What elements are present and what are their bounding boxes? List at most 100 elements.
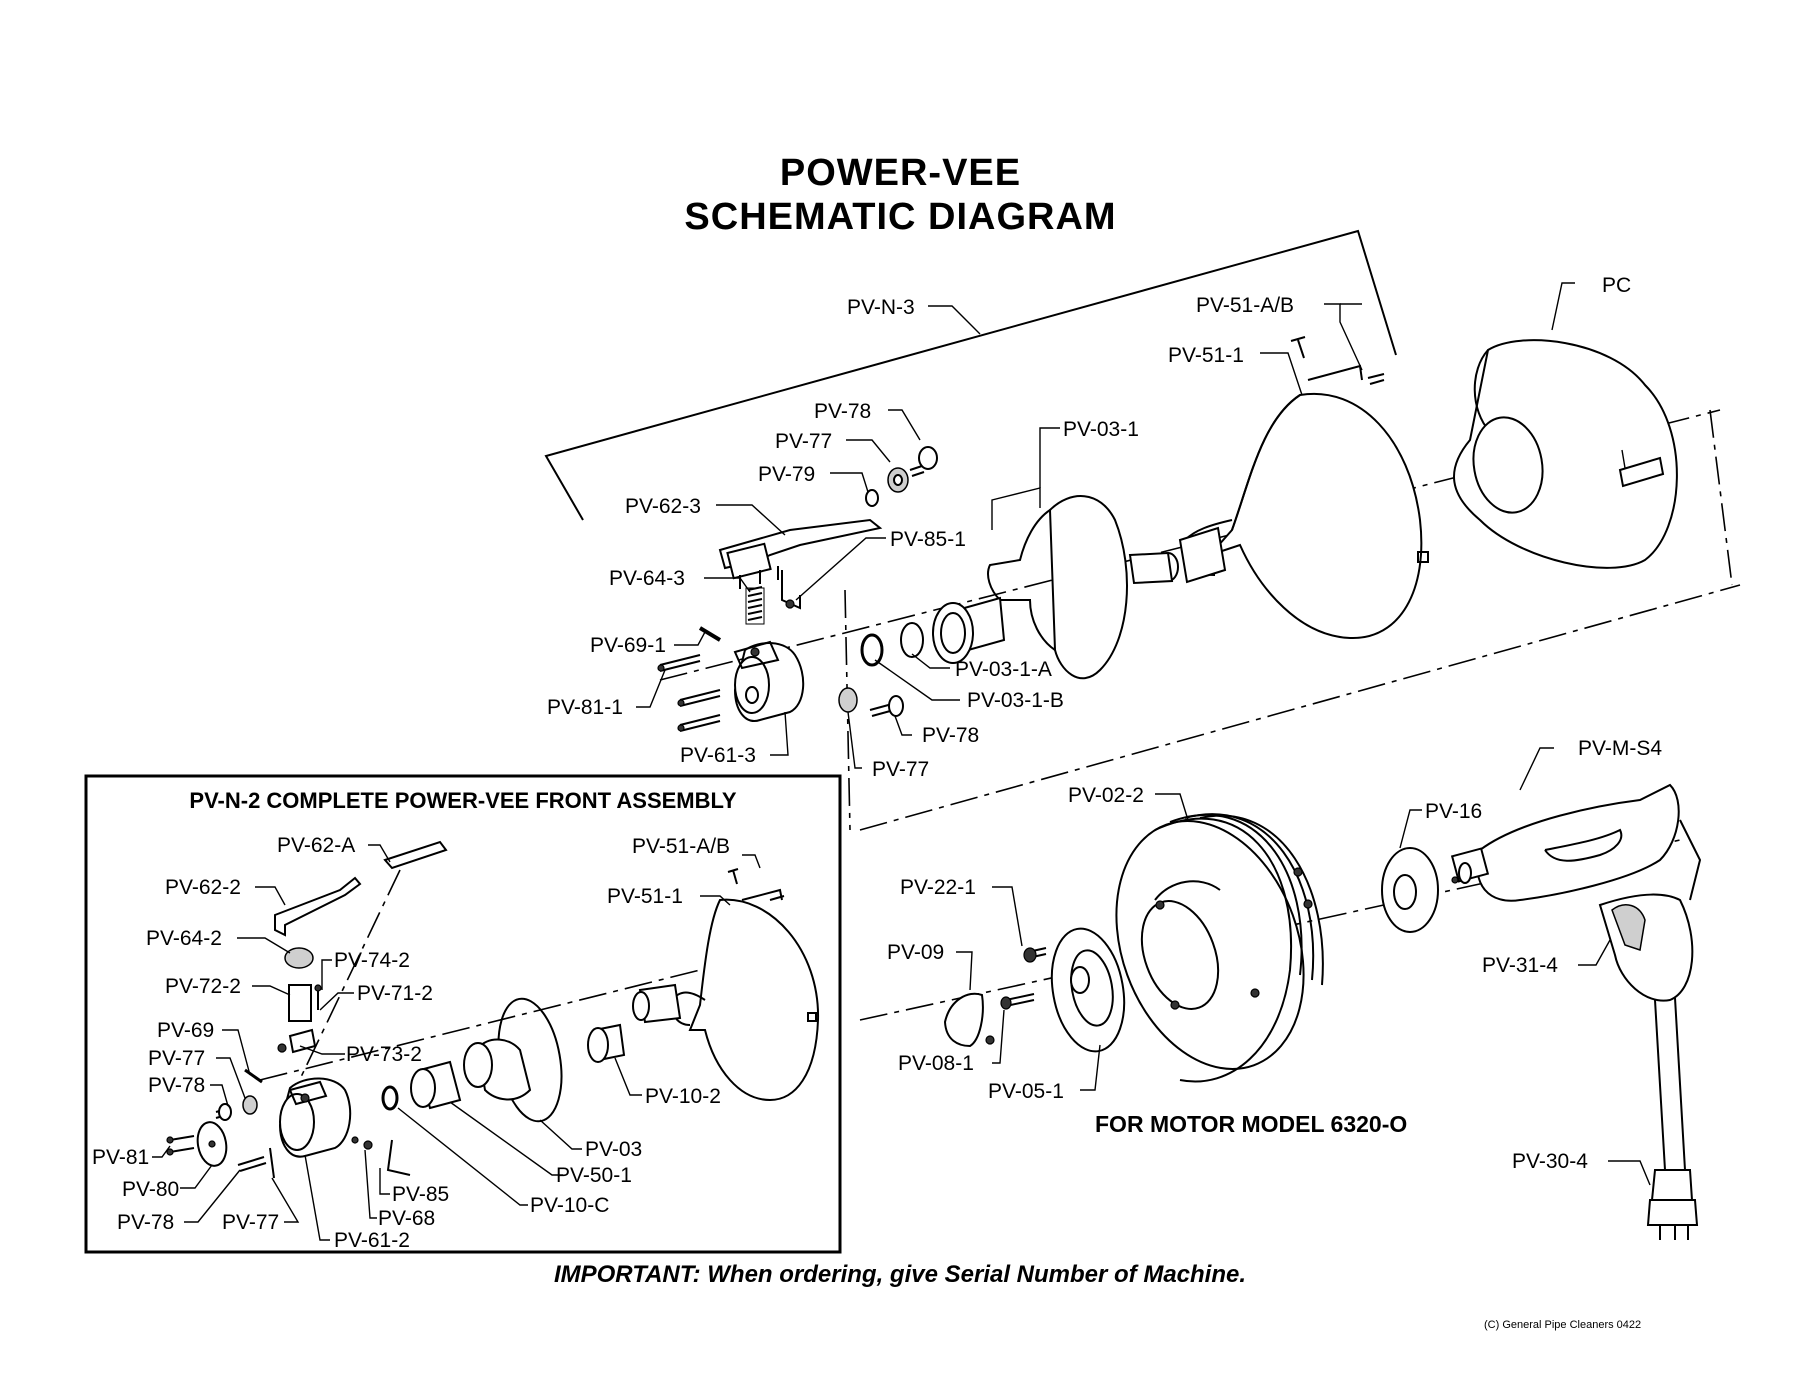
inset-label-pv-74-2: PV-74-2 [334,949,410,972]
inset-label-pv-50-1: PV-50-1 [556,1164,632,1187]
inset-label-pv-64-2: PV-64-2 [146,927,222,950]
inset-label-pv-69: PV-69 [157,1019,214,1042]
inset-label-pv-51-1: PV-51-1 [607,885,683,908]
inset-pv-77-lower-pin [269,1147,275,1179]
inset-pv-81-screws [166,1135,195,1156]
inset-pv-78-lower-screw [237,1156,267,1172]
title-line-2: SCHEMATIC DIAGRAM [684,196,1117,238]
inset-pv-61-2-housing [278,1077,352,1158]
label-pv-61-3: PV-61-3 [680,744,756,767]
label-pv-77-top: PV-77 [775,430,832,453]
pv-09-cap [943,992,984,1048]
pv-77-bearing [887,467,909,493]
label-pv-31-4: PV-31-4 [1482,954,1558,977]
label-pv-05-1: PV-05-1 [988,1080,1064,1103]
inset-pv-78-screw [215,1103,232,1121]
label-pv-78-lower: PV-78 [922,724,979,747]
label-pv-03-1-b: PV-03-1-B [967,689,1064,712]
label-pv-08-1: PV-08-1 [898,1052,974,1075]
pv-30-4-cord [1646,997,1699,1240]
inset-pv-73-2-bracket [277,1028,317,1054]
pv-69-1-pin [698,626,722,642]
pv-51-ab-screws-upper [1290,336,1385,385]
label-pv-30-4: PV-30-4 [1512,1150,1588,1173]
inset-pv-74-2-screw [314,984,322,1010]
pv-78-screw-top [909,446,938,477]
label-pv-22-1: PV-22-1 [900,876,976,899]
inset-frame [84,774,842,1254]
label-pv-77-lower: PV-77 [872,758,929,781]
inset-pv-10-2-ring [587,1023,626,1063]
inset-label-pv-51-ab: PV-51-A/B [632,835,730,858]
important-note: IMPORTANT: When ordering, give Serial Nu… [554,1261,1246,1288]
pv-51-1-shaft [1128,526,1227,585]
inset-label-pv-80: PV-80 [122,1178,179,1201]
pv-81-1-screws [657,654,721,732]
label-pv-03-1-a: PV-03-1-A [955,658,1052,681]
inset-pv-77-bearing [242,1095,258,1115]
inset-pv-80-plate [196,1121,228,1167]
motor-model-note: FOR MOTOR MODEL 6320-O [1095,1111,1407,1137]
label-pv-85-1: PV-85-1 [890,528,966,551]
inset-pv-62-a-lever [383,840,448,870]
label-pv-69-1: PV-69-1 [590,634,666,657]
inset-pv-72-2-sleeve [288,984,312,1022]
inset-label-pv-71-2: PV-71-2 [357,982,433,1005]
pc-cover [1453,339,1678,569]
pv-16-collar [1303,847,1459,933]
pv-78-screw-lower [869,695,904,717]
inset-axis [259,869,741,1101]
label-pv-62-3: PV-62-3 [625,495,701,518]
label-pv-02-2: PV-02-2 [1068,784,1144,807]
label-pv-16: PV-16 [1425,800,1482,823]
pv-05-1-plate [1050,927,1126,1053]
label-pc: PC [1602,274,1631,297]
upper-leaders [636,282,1575,769]
pv-02-2-drum [1115,813,1324,1083]
pv-22-1-screw [1023,947,1047,963]
pv-61-3-housing [733,640,805,722]
inset-label-pv-72-2: PV-72-2 [165,975,241,998]
inset-label-pv-10-c: PV-10-C [530,1194,609,1217]
inset-label-pv-10-2: PV-10-2 [645,1085,721,1108]
inset-pv-62-2-lever [274,876,362,937]
inset-pv-51-1-drum [632,898,820,1102]
pv-m-s4-motor [1450,783,1702,1002]
inset-label-pv-61-2: PV-61-2 [334,1229,410,1252]
inset-pv-03-basket [463,997,563,1123]
inset-label-pv-03: PV-03 [585,1138,642,1161]
label-pv-51-ab: PV-51-A/B [1196,294,1294,317]
inset-label-pv-68: PV-68 [378,1207,435,1230]
pv-51-1-drum [1182,392,1429,640]
pv-03-1-b-ring [860,633,884,667]
label-pv-51-1: PV-51-1 [1168,344,1244,367]
inset-pv-64-2-spring [284,947,314,969]
motor-leaders [956,747,1651,1186]
copyright-note: (C) General Pipe Cleaners 0422 [1484,1319,1641,1331]
label-pv-78-top: PV-78 [814,400,871,423]
inset-label-pv-62-a: PV-62-A [277,834,355,857]
pv-64-3-spring [745,586,765,625]
part-labels: PV-N-3 PV-51-A/B PC PV-51-1 PV-78 PV-03-… [92,274,1662,1252]
inset-header: PV-N-2 COMPLETE POWER-VEE FRONT ASSEMBLY [189,788,737,813]
pv-08-1-screw [985,993,1035,1045]
inset-label-pv-85: PV-85 [392,1183,449,1206]
pv-79-washer [865,489,879,507]
inset-pv-51-ab-screws [727,868,785,901]
pv-03-1-basket [932,460,1128,680]
inset-label-pv-78-b: PV-78 [117,1211,174,1234]
inset-label-pv-78-a: PV-78 [148,1074,205,1097]
inset-pv-85-clip [351,1136,411,1176]
pv-85-1-clip [781,570,801,610]
label-pv-64-3: PV-64-3 [609,567,685,590]
inset-pv-69-pin [244,1068,263,1084]
inset-label-pv-77-a: PV-77 [148,1047,205,1070]
pv-03-1-a-ring [900,622,924,658]
pv-62-3-lever [718,518,883,589]
inset-label-pv-77-b: PV-77 [222,1211,279,1234]
label-pv-n-3: PV-N-3 [847,296,915,319]
inset-pv-10-c-ring [381,1085,399,1111]
pv-n-3-bracket [544,229,1397,521]
